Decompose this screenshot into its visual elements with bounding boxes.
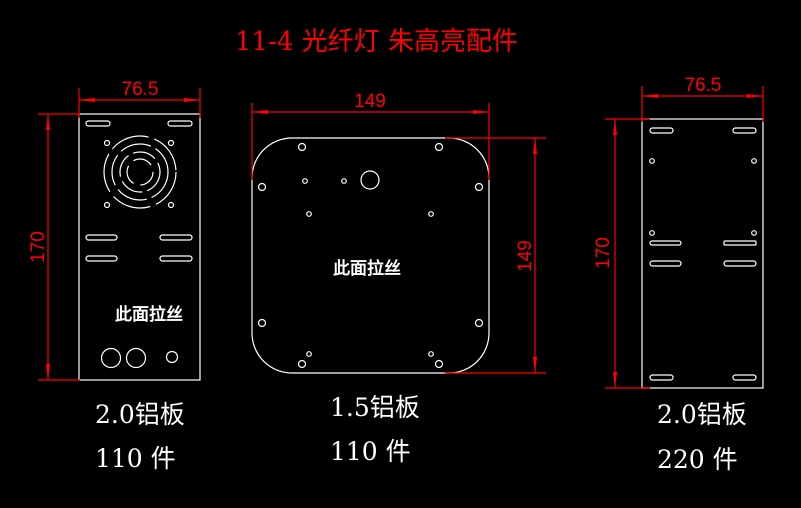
slot [732,374,757,381]
height-dimension: 149 [515,240,536,272]
part-left-panel: 此面拉丝 76.5 170 2.0铝板 110 件 [28,79,201,473]
slot [732,127,757,134]
width-dimension: 76.5 [122,79,159,100]
drawing-title: 11-4 光纤灯 朱高亮配件 [235,27,518,57]
quantity-label: 110 件 [95,444,176,473]
hole [165,350,179,364]
width-dimension: 149 [354,91,386,112]
height-dimension: 170 [593,237,614,269]
panel-outline [78,113,201,381]
plate-outline [251,137,490,374]
quantity-label: 110 件 [330,437,411,466]
slot [167,120,193,127]
hole [100,347,122,369]
slot [649,240,682,246]
width-dimension: 76.5 [685,75,722,96]
slot [159,234,193,241]
slot [85,120,111,127]
quantity-label: 220 件 [657,445,738,474]
hole [125,347,147,369]
material-label: 2.0铝板 [657,400,747,429]
slot [159,255,193,262]
slot [723,260,757,267]
part-right-panel: 76.5 170 2.0铝板 220 件 [593,75,764,474]
slot [649,374,674,381]
slot [723,240,757,246]
brushed-side-note: 此面拉丝 [115,304,183,325]
slot [85,255,118,262]
fan-grille [103,135,177,209]
height-dimension: 170 [28,231,49,263]
slot [85,234,118,241]
holes [257,142,484,369]
material-label: 1.5铝板 [330,393,420,422]
slot [649,127,674,134]
brushed-side-note: 此面拉丝 [333,258,401,279]
part-middle-plate: 此面拉丝 149 149 1.5铝板 110 件 [251,91,546,466]
material-label: 2.0铝板 [95,400,185,429]
panel-outline [641,118,764,389]
slot [649,260,682,267]
